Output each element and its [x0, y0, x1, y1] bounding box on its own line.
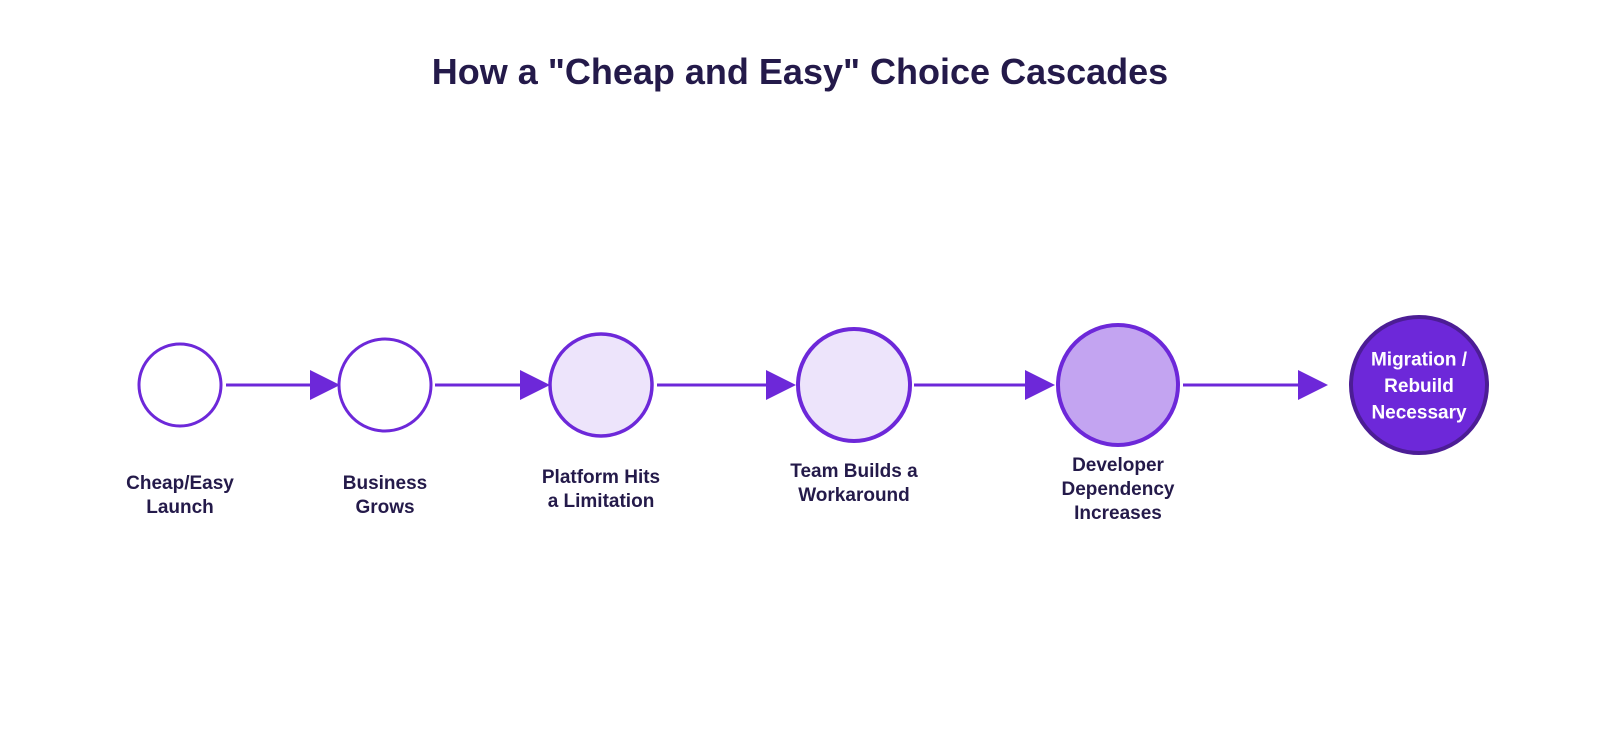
step-node-team-builds-a-workaround: Team Builds a Workaround [790, 327, 918, 506]
step-circle [137, 342, 223, 428]
step-label: Team Builds a Workaround [790, 461, 918, 506]
step-circle [1056, 323, 1180, 447]
step-label-line: Launch [146, 497, 214, 518]
step-node-platform-hits-a-limitation: Platform Hits a Limitation [542, 332, 660, 512]
connector-arrow [435, 370, 550, 400]
step-label: Platform Hits a Limitation [542, 467, 660, 512]
step-circle [1349, 315, 1489, 455]
step-label-line: Business [343, 473, 427, 494]
step-label-line: Dependency [1062, 479, 1175, 500]
step-label-line: Developer [1072, 455, 1164, 476]
step-circle [796, 327, 912, 443]
arrows-layer [226, 370, 1328, 400]
step-label-line: Rebuild [1384, 376, 1454, 397]
step-label-line: Team Builds a [790, 461, 918, 482]
arrowhead-icon [766, 370, 796, 400]
step-label-line: Cheap/Easy [126, 473, 234, 494]
connector-arrow [226, 370, 340, 400]
step-circle [548, 332, 654, 438]
step-label-line: Platform Hits [542, 467, 660, 488]
arrowhead-icon [1298, 370, 1328, 400]
step-label-line: Grows [355, 497, 414, 518]
step-circle [337, 337, 433, 433]
step-label-line: a Limitation [548, 491, 655, 512]
step-label-line: Necessary [1371, 403, 1467, 424]
connector-arrow [1183, 370, 1328, 400]
arrowhead-icon [310, 370, 340, 400]
step-label-line: Workaround [798, 485, 910, 506]
connector-arrow [657, 370, 796, 400]
step-label-line: Migration / [1371, 350, 1468, 371]
diagram-title: How a "Cheap and Easy" Choice Cascades [431, 51, 1169, 92]
connector-arrow [914, 370, 1055, 400]
arrowhead-icon [1025, 370, 1055, 400]
step-label-line: Increases [1074, 503, 1162, 524]
arrowhead-icon [520, 370, 550, 400]
